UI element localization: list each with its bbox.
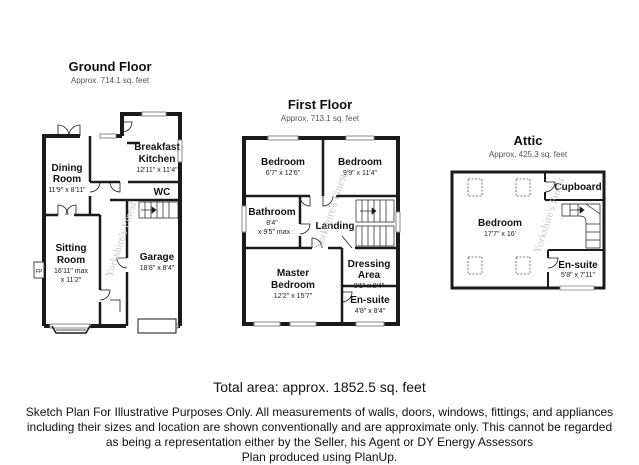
first-windows [241, 135, 401, 327]
garage-dims: 18'8" x 8'4" [140, 265, 175, 272]
attic-bedroom-dims: 17'7" x 16' [484, 231, 516, 238]
sitting-room-label: Sitting [55, 243, 86, 254]
disclaimer: Sketch Plan For Illustrative Purposes On… [0, 405, 639, 465]
attic-ensuite-window [559, 285, 595, 291]
sitting-room-dims-2: x 11'2" [61, 277, 82, 284]
ground-floor-area: Approx. 714.1 sq. feet [71, 76, 150, 85]
attic-walls [450, 170, 606, 290]
master-bedroom-label-2: Bedroom [271, 280, 315, 291]
attic-title: Attic [514, 133, 543, 148]
master-bedroom-dims: 12'2" x 15'7" [274, 293, 313, 300]
dining-room-label: Dining [51, 163, 82, 174]
dining-room-dims: 11'9" x 8'11" [48, 187, 86, 194]
dressing-area-dims: 8'1" x 8'4" [354, 283, 385, 290]
first-stairs [355, 199, 395, 247]
bathroom-dims: 8'4" [266, 220, 278, 227]
bathroom-label: Bathroom [248, 207, 295, 218]
disclaimer-line: as being a representation either by the … [105, 435, 534, 449]
bay-window [51, 325, 91, 334]
attic-interior-walls [544, 172, 604, 288]
ground-floor-title: Ground Floor [68, 59, 151, 74]
attic-skylights [467, 178, 531, 275]
first-interior-walls [244, 138, 398, 324]
first-floor-title: First Floor [288, 97, 352, 112]
breakfast-kitchen-label-2: Kitchen [139, 154, 176, 165]
floor-plan: Ground Floor Approx. 714.1 sq. feet [33, 59, 606, 334]
first-bedroom-1-dims: 6'7" x 12'6" [266, 170, 301, 177]
attic-bedroom-label: Bedroom [478, 218, 522, 229]
fireplace-icon [33, 261, 45, 279]
ground-stairs [138, 201, 179, 219]
disclaimer-line: including their sizes and location are s… [26, 420, 613, 434]
attic-floor: Attic Approx. 425.3 sq. feet [450, 133, 606, 291]
sitting-room-dims: 16'11" max [54, 268, 89, 275]
watermark-first: Yorkshire's Finest [313, 172, 349, 251]
bathroom-dims-2: x 9'5" max [258, 229, 291, 236]
ground-doors [57, 121, 133, 312]
attic-stairs [561, 203, 601, 249]
attic-ensuite-dims: 5'8" x 7'11" [561, 272, 595, 279]
cupboard-label: Cupboard [554, 182, 601, 193]
total-area: Total area: approx. 1852.5 sq. feet [213, 379, 426, 395]
first-bedroom-2-dims: 9'9" x 11'4" [343, 170, 377, 177]
first-ensuite-label: En-suite [350, 295, 390, 306]
breakfast-kitchen-dims: 12'11" x 11'4" [136, 167, 178, 174]
attic-ensuite-label: En-suite [558, 260, 598, 271]
wc-label: WC [154, 187, 171, 198]
attic-area: Approx. 425.3 sq. feet [489, 150, 568, 159]
watermark-ground: Yorkshire's Finest [103, 200, 139, 279]
garage-label: Garage [140, 252, 175, 263]
first-doors [299, 195, 353, 303]
breakfast-kitchen-label: Breakfast [134, 142, 180, 153]
ground-floor: Ground Floor Approx. 714.1 sq. feet [33, 59, 183, 334]
disclaimer-line: Sketch Plan For Illustrative Purposes On… [25, 405, 614, 419]
attic-doors [544, 181, 559, 269]
first-bedroom-1-label: Bedroom [261, 157, 305, 168]
sitting-room-label-2: Room [57, 255, 85, 266]
dining-room-label-2: Room [53, 174, 81, 185]
first-ensuite-dims: 4'8" x 8'4" [355, 308, 386, 315]
svg-text:FP: FP [36, 269, 43, 275]
first-bedroom-2-label: Bedroom [338, 157, 382, 168]
dressing-area-label-2: Area [358, 270, 381, 281]
dressing-area-label: Dressing [348, 259, 391, 270]
landing-label: Landing [316, 221, 355, 232]
first-floor-area: Approx. 713.1 sq. feet [281, 114, 360, 123]
first-floor: First Floor Approx. 713.1 sq. feet [241, 97, 401, 327]
disclaimer-line: Plan produced using PlanUp. [241, 450, 398, 464]
master-bedroom-label: Master [277, 268, 309, 279]
garage-door [137, 318, 177, 334]
